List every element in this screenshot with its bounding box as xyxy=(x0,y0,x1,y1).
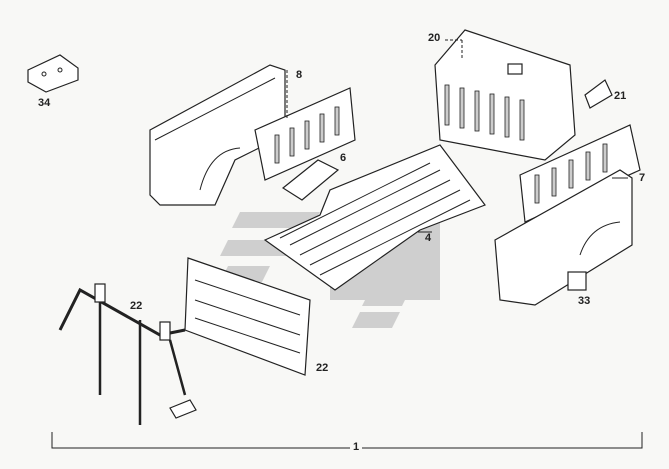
left-bedside-panel xyxy=(149,64,286,206)
part-22-roll-bar xyxy=(58,283,197,425)
label-22-roll-bar: 22 xyxy=(130,300,143,312)
part-20-front-panel xyxy=(434,29,576,161)
part-22-tailgate xyxy=(184,257,311,376)
right-bedside-panel xyxy=(494,169,633,306)
label-33: 33 xyxy=(578,295,591,307)
part-8-inner-panel xyxy=(254,70,356,181)
leader-lines xyxy=(51,39,643,449)
label-20: 20 xyxy=(428,32,441,44)
label-1: 1 xyxy=(350,441,363,453)
label-7: 7 xyxy=(639,172,646,184)
label-6: 6 xyxy=(340,152,347,164)
label-8: 8 xyxy=(296,69,303,81)
part-33-plate xyxy=(567,271,587,291)
label-34: 34 xyxy=(38,97,51,109)
label-21: 21 xyxy=(614,90,627,102)
label-4: 4 xyxy=(425,232,432,244)
label-22-tailgate: 22 xyxy=(316,362,329,374)
part-4-floor xyxy=(263,144,486,291)
part-34-bracket xyxy=(27,54,79,93)
part-21-hinge xyxy=(584,79,613,109)
part-6-bracket xyxy=(281,159,340,201)
part-7-inner-panel xyxy=(519,124,641,223)
